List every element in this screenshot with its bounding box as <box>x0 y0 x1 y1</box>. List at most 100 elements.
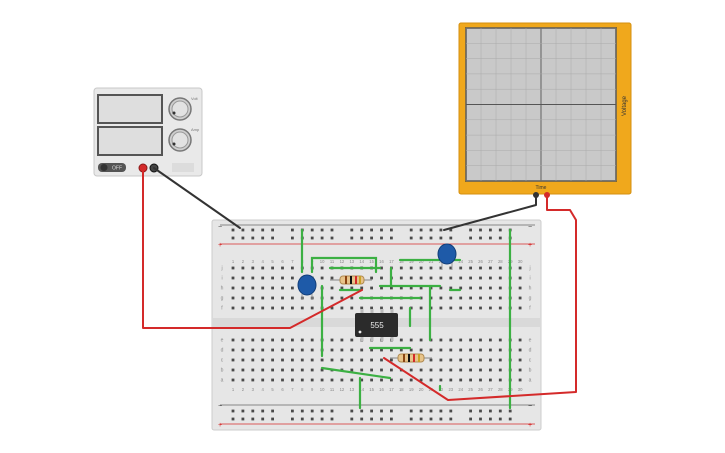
breadboard-hole[interactable] <box>251 276 255 280</box>
breadboard-hole[interactable] <box>320 236 324 240</box>
breadboard-hole[interactable] <box>479 266 482 270</box>
breadboard-hole[interactable] <box>429 409 433 413</box>
breadboard-hole[interactable] <box>281 358 284 362</box>
breadboard-hole[interactable] <box>340 296 344 300</box>
breadboard-hole[interactable] <box>350 228 354 232</box>
breadboard-hole[interactable] <box>251 348 255 352</box>
breadboard-hole[interactable] <box>251 409 255 413</box>
breadboard-hole[interactable] <box>399 306 403 310</box>
black-probe-wire[interactable] <box>443 194 537 231</box>
breadboard-hole[interactable] <box>251 368 255 372</box>
breadboard-hole[interactable] <box>469 417 472 421</box>
breadboard-hole[interactable] <box>489 306 492 310</box>
breadboard-hole[interactable] <box>479 296 482 300</box>
breadboard-hole[interactable] <box>251 417 255 421</box>
breadboard-hole[interactable] <box>390 358 393 362</box>
breadboard-hole[interactable] <box>261 306 265 310</box>
breadboard-hole[interactable] <box>350 296 354 300</box>
breadboard-hole[interactable] <box>340 348 344 352</box>
breadboard-hole[interactable] <box>330 358 334 362</box>
red-probe-wire[interactable] <box>383 194 577 401</box>
breadboard-hole[interactable] <box>370 236 373 240</box>
breadboard-hole[interactable] <box>390 409 393 413</box>
breadboard-hole[interactable] <box>489 276 492 280</box>
breadboard-hole[interactable] <box>350 338 354 342</box>
breadboard-hole[interactable] <box>498 296 502 300</box>
breadboard-hole[interactable] <box>459 368 463 372</box>
breadboard-hole[interactable] <box>320 378 324 382</box>
breadboard-hole[interactable] <box>390 228 393 232</box>
breadboard-hole[interactable] <box>340 306 344 310</box>
breadboard-hole[interactable] <box>449 348 453 352</box>
breadboard-hole[interactable] <box>340 378 344 382</box>
breadboard-hole[interactable] <box>429 378 433 382</box>
breadboard-hole[interactable] <box>459 378 463 382</box>
breadboard-hole[interactable] <box>399 266 403 270</box>
breadboard-hole[interactable] <box>370 286 373 290</box>
breadboard-hole[interactable] <box>271 348 274 352</box>
breadboard-hole[interactable] <box>489 417 492 421</box>
breadboard-hole[interactable] <box>241 378 245 382</box>
breadboard-hole[interactable] <box>409 306 413 310</box>
breadboard-hole[interactable] <box>251 286 255 290</box>
breadboard-hole[interactable] <box>459 286 463 290</box>
breadboard-hole[interactable] <box>489 286 492 290</box>
breadboard-hole[interactable] <box>449 338 453 342</box>
breadboard-hole[interactable] <box>241 306 245 310</box>
breadboard-hole[interactable] <box>380 236 383 240</box>
breadboard-hole[interactable] <box>261 228 265 232</box>
breadboard-hole[interactable] <box>370 228 373 232</box>
breadboard-hole[interactable] <box>498 276 502 280</box>
breadboard-hole[interactable] <box>449 286 453 290</box>
breadboard-hole[interactable] <box>291 348 294 352</box>
breadboard-hole[interactable] <box>350 306 354 310</box>
breadboard-hole[interactable] <box>231 417 235 421</box>
power-off-button[interactable]: OFF <box>98 163 126 172</box>
breadboard-hole[interactable] <box>439 417 443 421</box>
breadboard-hole[interactable] <box>370 276 373 280</box>
breadboard-hole[interactable] <box>231 286 235 290</box>
breadboard-hole[interactable] <box>281 338 284 342</box>
breadboard-hole[interactable] <box>469 236 472 240</box>
breadboard-hole[interactable] <box>419 286 423 290</box>
breadboard-hole[interactable] <box>429 276 433 280</box>
breadboard-hole[interactable] <box>498 338 502 342</box>
breadboard-hole[interactable] <box>300 409 304 413</box>
breadboard-hole[interactable] <box>479 417 482 421</box>
resistor-top[interactable] <box>330 275 372 285</box>
breadboard-hole[interactable] <box>291 236 294 240</box>
breadboard-hole[interactable] <box>300 368 304 372</box>
breadboard-hole[interactable] <box>330 296 334 300</box>
breadboard-hole[interactable] <box>380 417 383 421</box>
breadboard-hole[interactable] <box>330 348 334 352</box>
breadboard-hole[interactable] <box>449 276 453 280</box>
breadboard-hole[interactable] <box>489 228 492 232</box>
breadboard-hole[interactable] <box>370 306 373 310</box>
breadboard-hole[interactable] <box>469 228 472 232</box>
breadboard-hole[interactable] <box>360 228 364 232</box>
breadboard-hole[interactable] <box>241 417 245 421</box>
breadboard-hole[interactable] <box>271 228 274 232</box>
breadboard-hole[interactable] <box>508 409 512 413</box>
breadboard-hole[interactable] <box>518 358 522 362</box>
resistor-bottom[interactable] <box>390 353 432 363</box>
breadboard-hole[interactable] <box>459 348 463 352</box>
breadboard-hole[interactable] <box>261 286 265 290</box>
breadboard-hole[interactable] <box>380 306 383 310</box>
breadboard-hole[interactable] <box>300 306 304 310</box>
breadboard-hole[interactable] <box>310 358 314 362</box>
breadboard-hole[interactable] <box>271 236 274 240</box>
breadboard-hole[interactable] <box>340 358 344 362</box>
breadboard-hole[interactable] <box>251 266 255 270</box>
breadboard-hole[interactable] <box>291 286 294 290</box>
breadboard-hole[interactable] <box>320 409 324 413</box>
breadboard-hole[interactable] <box>459 276 463 280</box>
breadboard-hole[interactable] <box>370 378 373 382</box>
breadboard-hole[interactable] <box>409 286 413 290</box>
breadboard-hole[interactable] <box>291 358 294 362</box>
voltage-knob[interactable] <box>168 97 192 121</box>
breadboard-hole[interactable] <box>518 378 522 382</box>
breadboard-hole[interactable] <box>291 296 294 300</box>
breadboard-hole[interactable] <box>310 306 314 310</box>
